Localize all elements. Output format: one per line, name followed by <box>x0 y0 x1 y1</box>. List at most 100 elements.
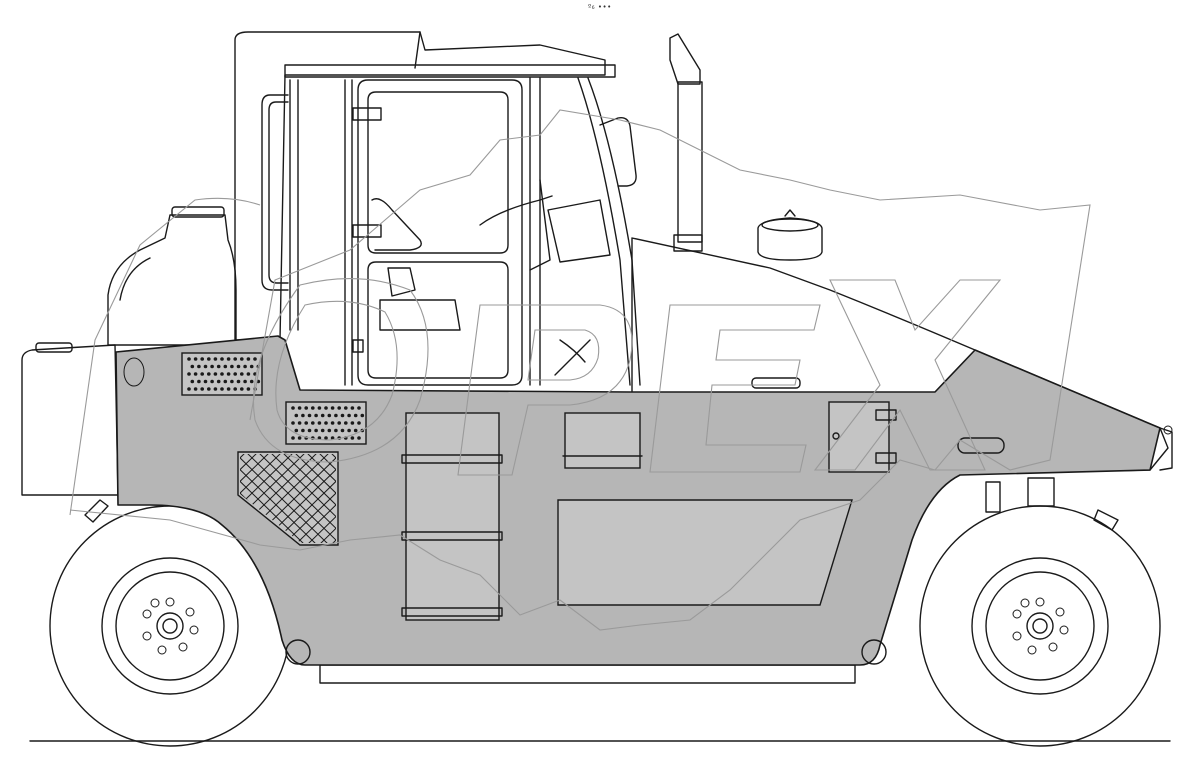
vent-hole <box>187 357 191 361</box>
vent-hole <box>216 379 221 384</box>
vent-hole <box>226 372 231 376</box>
vent-hole <box>360 413 365 418</box>
vent-hole <box>337 406 342 410</box>
vent-hole <box>350 406 355 410</box>
vent-hole <box>210 364 214 369</box>
mesh-line <box>240 454 295 543</box>
mesh-line <box>294 454 336 543</box>
mesh-line <box>269 454 336 543</box>
mesh-line <box>240 454 271 543</box>
vent-hole <box>230 379 234 384</box>
vent-hole <box>350 436 355 440</box>
chassis-skid <box>319 664 856 684</box>
vent-hole <box>207 357 211 361</box>
vent-hole <box>240 372 244 376</box>
vent-hole <box>233 387 237 391</box>
vent-hole <box>203 379 208 384</box>
vent-hole <box>246 387 251 391</box>
vent-hole <box>246 357 251 361</box>
vent-hole <box>220 357 224 361</box>
vent-hole <box>330 436 335 440</box>
vent-hole <box>193 357 198 361</box>
vent-hole <box>297 436 302 440</box>
vent-hole <box>334 413 338 418</box>
mesh-line <box>306 454 336 543</box>
vent-hole <box>317 421 322 425</box>
vent-hole <box>307 413 312 418</box>
vent-hole <box>187 387 191 391</box>
vent-hole <box>294 413 299 418</box>
mesh-line <box>240 454 283 543</box>
vent-hole <box>246 372 251 376</box>
rear-lamp <box>84 499 109 523</box>
vent-hole <box>193 387 198 391</box>
vent-hole <box>317 406 322 410</box>
vent-hole <box>220 372 224 376</box>
vent-hole <box>357 406 361 410</box>
vent-hole <box>223 379 228 384</box>
vent-hole <box>330 406 335 410</box>
vent-hole <box>350 421 355 425</box>
vent-hole <box>334 428 338 433</box>
small-hatch <box>564 412 641 469</box>
side-body-panel <box>115 335 1161 666</box>
vent-hole <box>190 364 195 369</box>
mesh-line <box>305 454 336 543</box>
opex-watermark <box>69 109 1091 631</box>
vent-hole <box>243 364 247 369</box>
vent-holes <box>187 357 365 440</box>
vent-hole <box>324 406 328 410</box>
vent-hole <box>187 372 191 376</box>
mesh-line <box>240 454 318 543</box>
water-tank <box>107 206 237 346</box>
vent-hole <box>236 379 241 384</box>
mesh-line <box>293 454 336 543</box>
vent-hole <box>291 421 295 425</box>
top-caption: º₆ ••• <box>588 3 612 11</box>
vent-hole <box>340 413 345 418</box>
vent-hole <box>197 364 201 369</box>
mesh-line <box>281 454 336 543</box>
vent-hole <box>353 428 358 433</box>
vent-hole <box>324 436 328 440</box>
vent-hole <box>213 387 218 391</box>
vent-hole <box>213 372 218 376</box>
vent-hole <box>340 428 345 433</box>
vent-hole <box>353 413 358 418</box>
vent-hole <box>297 421 302 425</box>
rear-bumper <box>21 344 119 496</box>
vent-hole <box>197 379 201 384</box>
vent-hole <box>193 372 198 376</box>
vent-hole <box>207 387 211 391</box>
vent-hole <box>200 372 204 376</box>
vent-hole <box>207 372 211 376</box>
mesh-line <box>282 454 336 543</box>
vent-hole <box>213 357 218 361</box>
vent-hole <box>200 387 204 391</box>
vent-hole <box>203 364 208 369</box>
vent-hole <box>311 406 315 410</box>
mesh-line <box>245 454 336 543</box>
front-lamp <box>1093 509 1119 531</box>
mesh-line <box>318 454 336 543</box>
mesh-line <box>270 454 336 543</box>
vent-hole <box>291 406 295 410</box>
vent-hole <box>249 364 254 369</box>
operator-cab <box>234 31 641 386</box>
vent-hole <box>233 357 237 361</box>
vent-hole <box>347 413 351 418</box>
mesh-line <box>257 454 336 543</box>
vent-hole <box>324 421 328 425</box>
vent-hole <box>226 387 231 391</box>
vent-hole <box>236 364 241 369</box>
vent-hole <box>304 421 309 425</box>
vent-hole <box>327 413 332 418</box>
vent-hole <box>297 406 302 410</box>
vent-hole <box>220 387 224 391</box>
vent-hole <box>301 428 305 433</box>
vent-hole <box>314 413 318 418</box>
mesh-line <box>240 454 330 543</box>
vent-hole <box>347 428 351 433</box>
vent-hole <box>230 364 234 369</box>
